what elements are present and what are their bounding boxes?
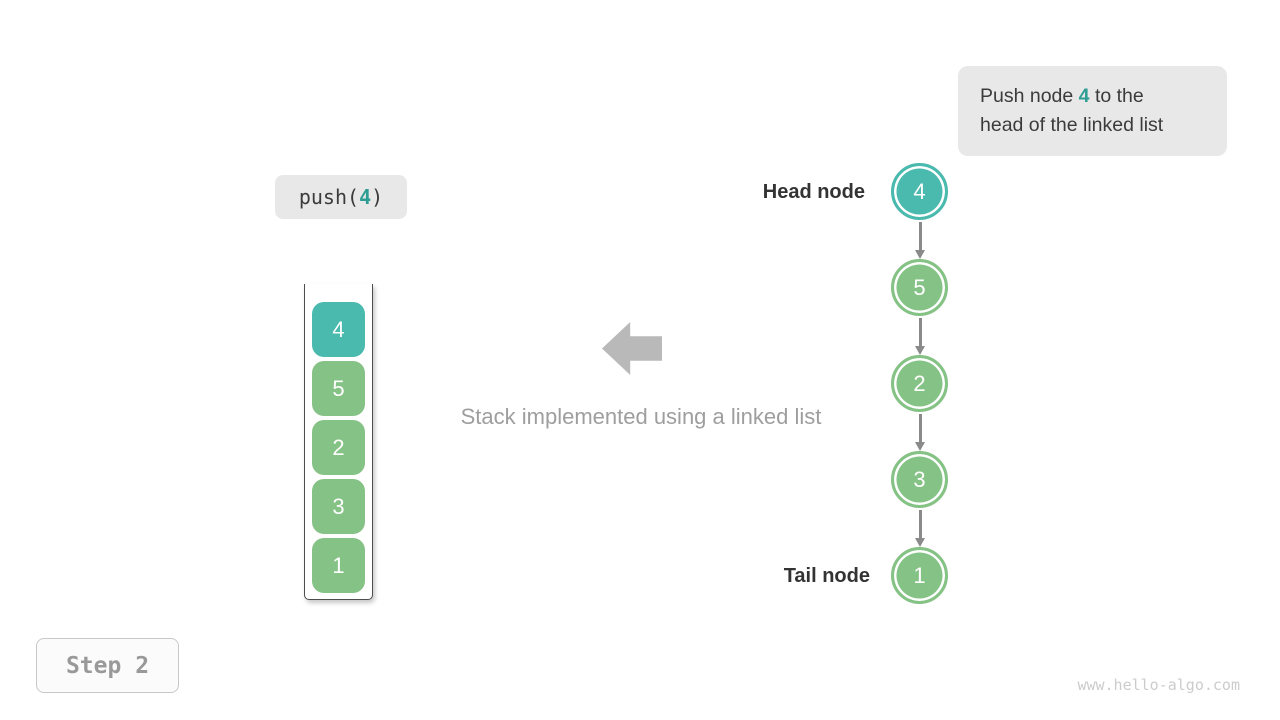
stack-item-4: 1 [312,538,365,593]
stack-container: 4 5 2 3 1 [304,284,373,600]
stack-item-value: 3 [332,493,345,519]
arrow-tip [915,442,925,451]
op-arg: 4 [359,185,372,209]
stack-item-1: 5 [312,361,365,416]
callout-highlight-value: 4 [1078,85,1090,107]
node-value: 4 [913,178,926,204]
down-arrow-icon [914,510,926,547]
watermark: www.hello-algo.com [1077,676,1240,694]
arrow-shaft [918,414,922,442]
tail-node-label: Tail node [783,565,870,587]
callout-push-note: Push node 4 to the head of the linked li… [958,66,1227,156]
stack-item-value: 4 [332,316,345,342]
left-arrow-icon [602,322,662,375]
down-arrow-icon [914,414,926,451]
arrow-shaft [918,510,922,538]
stack-item-2: 2 [312,420,365,475]
arrow-tip [915,250,925,259]
push-operation-label: push(4) [275,175,407,219]
down-arrow-icon [914,222,926,259]
callout-text-after: to the [1089,85,1144,107]
arrow-shaft [918,222,922,250]
down-arrow-icon [914,318,926,355]
arrow-tip [915,346,925,355]
arrow-tip [915,538,925,547]
list-node-2: 2 [891,355,948,412]
node-value: 5 [913,274,926,300]
arrow-shaft [918,318,922,346]
list-node-0: 4 [891,163,948,220]
stack-item-value: 5 [332,375,345,401]
node-value: 2 [913,370,926,396]
callout-text-before: Push node [980,85,1079,107]
stack-item-value: 1 [332,552,345,578]
node-value: 1 [913,562,926,588]
stack-item-0: 4 [312,302,365,357]
list-node-3: 3 [891,451,948,508]
op-prefix: push( [298,185,360,209]
stack-item-value: 2 [332,434,345,460]
step-badge: Step 2 [36,638,179,693]
step-label: Step 2 [65,652,150,679]
head-node-label: Head node [762,181,865,203]
list-node-4: 1 [891,547,948,604]
node-value: 3 [913,466,926,492]
callout-text-line2: head of the linked list [980,114,1164,136]
op-suffix: ) [371,185,384,209]
diagram-caption: Stack implemented using a linked list [460,404,822,429]
list-node-1: 5 [891,259,948,316]
stack-item-3: 3 [312,479,365,534]
